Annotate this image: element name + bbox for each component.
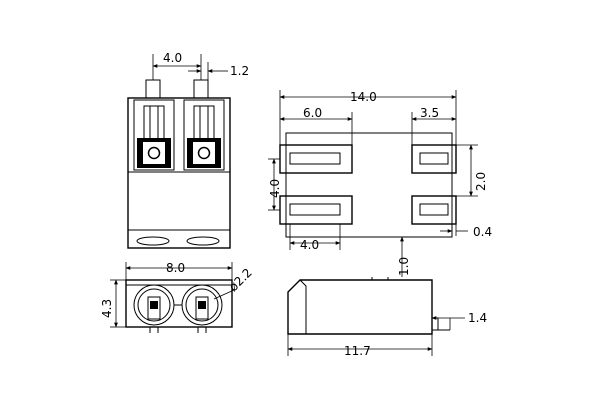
height-label: 4.3	[100, 299, 114, 318]
front-body	[125, 279, 233, 328]
lever-left	[133, 99, 175, 171]
pad-top-left	[279, 144, 353, 174]
pad-pitch-label: 4.0	[268, 179, 282, 198]
front-view: 8.0 4.3 ø2.2	[100, 261, 255, 333]
side-body	[287, 279, 433, 335]
left-offset-label: 6.0	[303, 106, 322, 120]
pin-right	[193, 79, 209, 99]
pin-left	[145, 79, 161, 99]
wire-entry-right	[186, 236, 220, 246]
small-pad-label: 2.0	[474, 172, 488, 191]
top-view: 4.0 1.2	[127, 51, 249, 249]
width-label: 8.0	[166, 261, 185, 275]
right-offset-label: 3.5	[420, 106, 439, 120]
pitch-label: 4.0	[163, 51, 182, 65]
overall-label: 14.0	[350, 90, 377, 104]
pcb-layout: 14.0 6.0 3.5 4.0 4.0 2.0 0.4	[268, 90, 492, 252]
side-view: 1.0 1.4 11.7	[287, 236, 487, 358]
pad-bottom-right	[411, 195, 457, 225]
footprint-outline	[285, 132, 453, 238]
connector-body	[127, 97, 231, 249]
length-label: 11.7	[344, 344, 371, 358]
gap-label: 0.4	[473, 225, 492, 239]
wire-entry-left	[136, 236, 170, 246]
side-lead-label: 1.4	[468, 311, 487, 325]
pad-top-right	[411, 144, 457, 174]
lead-offset-label: 1.0	[397, 257, 411, 276]
pin-width-label: 1.2	[230, 64, 249, 78]
hole-label: ø2.2	[226, 266, 255, 295]
side-lead	[432, 317, 450, 331]
pad-length-label: 4.0	[300, 238, 319, 252]
pad-bottom-left	[279, 195, 353, 225]
lever-right	[183, 99, 225, 171]
